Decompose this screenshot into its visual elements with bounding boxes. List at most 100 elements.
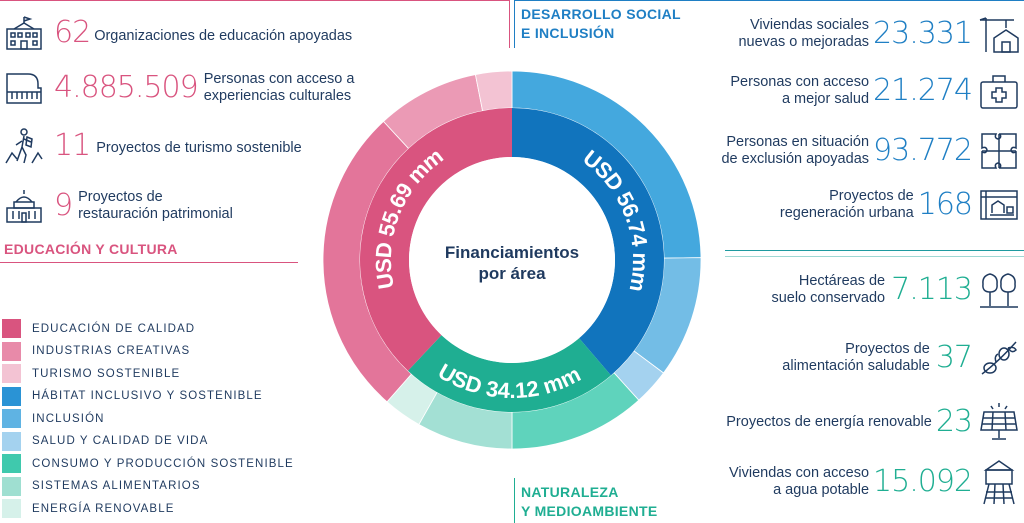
social-vertical-rule xyxy=(514,0,515,48)
stat-label-line: Personas con acceso xyxy=(730,74,870,90)
stat-nature-water: Viviendas con acceso a agua potable 15.0… xyxy=(729,458,1022,506)
section-title-line: E INCLUSIÓN xyxy=(521,25,615,41)
stat-label: Hectáreas de suelo conservado xyxy=(771,273,885,307)
stat-education-heritage: 9 Proyectos de restauración patrimonial xyxy=(4,188,233,224)
legend-swatch xyxy=(2,409,21,428)
stat-label-line: experiencias culturales xyxy=(203,88,352,104)
stat-label-line: alimentación saludable xyxy=(782,358,930,374)
stat-label-line: de exclusión apoyadas xyxy=(721,151,870,167)
stat-label-line: nuevas o mejoradas xyxy=(738,34,870,50)
stat-value: 21.274 xyxy=(873,73,973,108)
stat-label-line: Proyectos de xyxy=(829,188,914,204)
legend-swatch xyxy=(2,364,21,383)
stat-education-tourism: 11 Proyectos de turismo sostenible xyxy=(4,127,302,165)
stat-label-line: suelo conservado xyxy=(771,290,886,306)
hiker-icon xyxy=(4,127,48,165)
legend-label: INDUSTRIAS CREATIVAS xyxy=(32,345,191,357)
piano-icon xyxy=(4,70,48,106)
legend-item: EDUCACIÓN DE CALIDAD xyxy=(2,319,195,338)
donut-outer-ring xyxy=(322,70,702,450)
legend-item: INDUSTRIAS CREATIVAS xyxy=(2,341,191,361)
education-vertical-rule xyxy=(509,0,510,48)
legend-item: SALUD Y CALIDAD DE VIDA xyxy=(2,431,208,451)
stat-value: 15.092 xyxy=(873,464,973,499)
legend-swatch xyxy=(2,431,21,451)
stat-label-line: a mejor salud xyxy=(781,91,870,107)
legend-item: CONSUMO Y PRODUCCIÓN SOSTENIBLE xyxy=(2,454,294,473)
nature-vertical-rule xyxy=(514,478,515,523)
donut-inner-segment xyxy=(360,108,512,371)
donut-center-line: por área xyxy=(478,264,546,283)
stat-label: Personas con acceso a mejor salud xyxy=(730,74,869,108)
stat-label-line: Proyectos de xyxy=(845,341,930,357)
first-aid-kit-icon xyxy=(978,72,1022,110)
legend-swatch xyxy=(2,499,21,518)
olive-branch-icon xyxy=(978,338,1022,378)
section-title-line: DESARROLLO SOCIAL xyxy=(521,6,681,22)
legend-swatch xyxy=(2,454,21,473)
stat-social-urban: Proyectos de regeneración urbana 168 xyxy=(780,187,1022,223)
stat-value: 168 xyxy=(917,187,973,222)
donut-inner-segment xyxy=(407,335,611,412)
legend-swatch xyxy=(2,386,21,406)
water-tower-icon xyxy=(978,458,1022,506)
legend-item: SISTEMAS ALIMENTARIOS xyxy=(2,476,201,496)
legend-item: ENERGÍA RENOVABLE xyxy=(2,499,174,518)
stat-value: 62 xyxy=(54,15,91,50)
stat-label-line: Viviendas con acceso xyxy=(729,465,870,481)
stat-label-line: a agua potable xyxy=(773,482,870,498)
donut-center-hole xyxy=(409,157,615,363)
education-top-rule xyxy=(0,0,510,1)
legend-label: CONSUMO Y PRODUCCIÓN SOSTENIBLE xyxy=(32,457,294,470)
stat-value: 37 xyxy=(935,340,973,375)
stat-label-line: Proyectos de xyxy=(78,189,163,205)
stat-label: Organizaciones de educación apoyadas xyxy=(94,27,353,44)
legend-label: HÁBITAT INCLUSIVO Y SOSTENIBLE xyxy=(32,390,263,402)
legend-item: HÁBITAT INCLUSIVO Y SOSTENIBLE xyxy=(2,386,263,406)
social-section-title: DESARROLLO SOCIAL E INCLUSIÓN xyxy=(521,5,681,43)
legend-item: INCLUSIÓN xyxy=(2,409,105,428)
stat-value: 93.772 xyxy=(873,133,973,168)
section-title-line: Y MEDIOAMBIENTE xyxy=(521,503,658,519)
legend-label: ENERGÍA RENOVABLE xyxy=(32,502,175,515)
education-section-title: EDUCACIÓN Y CULTURA xyxy=(4,241,178,257)
stat-nature-energy: Proyectos de energía renovable 23 xyxy=(726,402,1022,442)
stat-label-line: Viviendas sociales xyxy=(749,17,870,33)
nature-top-rule-1 xyxy=(725,250,1024,251)
legend-swatch xyxy=(2,341,21,361)
stat-nature-food: Proyectos de alimentación saludable 37 xyxy=(782,338,1022,378)
stat-label: Proyectos de restauración patrimonial xyxy=(78,189,233,223)
stat-label: Proyectos de energía renovable xyxy=(726,413,932,430)
stat-social-housing: Viviendas sociales nuevas o mejoradas 23… xyxy=(738,14,1022,54)
education-bottom-rule xyxy=(0,262,298,263)
legend-label: EDUCACIÓN DE CALIDAD xyxy=(32,322,196,335)
stat-education-culture: 4.885.509 Personas con acceso a experien… xyxy=(4,70,354,106)
donut-center-title: Financiamientos por área xyxy=(412,242,612,284)
legend: EDUCACIÓN DE CALIDAD INDUSTRIAS CREATIVA… xyxy=(2,319,302,523)
crane-house-icon xyxy=(978,14,1022,54)
stat-label-line: restauración patrimonial xyxy=(78,206,233,222)
stat-label: Personas con acceso a experiencias cultu… xyxy=(204,71,355,105)
stat-label-line: regeneración urbana xyxy=(779,205,914,221)
stat-label: Viviendas con acceso a agua potable xyxy=(729,465,869,499)
stat-label-line: Personas en situación xyxy=(726,134,870,150)
stat-value: 9 xyxy=(54,188,73,223)
stat-label: Proyectos de regeneración urbana xyxy=(780,188,914,222)
legend-item: TURISMO SOSTENIBLE xyxy=(2,364,180,383)
solar-panel-icon xyxy=(978,402,1022,442)
stat-value: 4.885.509 xyxy=(54,70,199,105)
stat-value: 23.331 xyxy=(873,16,973,51)
legend-swatch xyxy=(2,476,21,496)
stat-label-line: Hectáreas de xyxy=(798,273,886,289)
legend-swatch xyxy=(2,319,21,338)
heritage-building-icon xyxy=(4,188,48,224)
stat-label: Personas en situación de exclusión apoya… xyxy=(721,134,869,168)
stat-label-line: Personas con acceso a xyxy=(203,71,355,87)
donut-center-line: Financiamientos xyxy=(444,243,580,262)
legend-label: SISTEMAS ALIMENTARIOS xyxy=(32,480,201,492)
stat-label: Proyectos de turismo sostenible xyxy=(96,139,302,156)
trees-icon xyxy=(978,270,1022,310)
donut-inner-ring xyxy=(360,108,664,412)
school-icon xyxy=(4,15,48,51)
